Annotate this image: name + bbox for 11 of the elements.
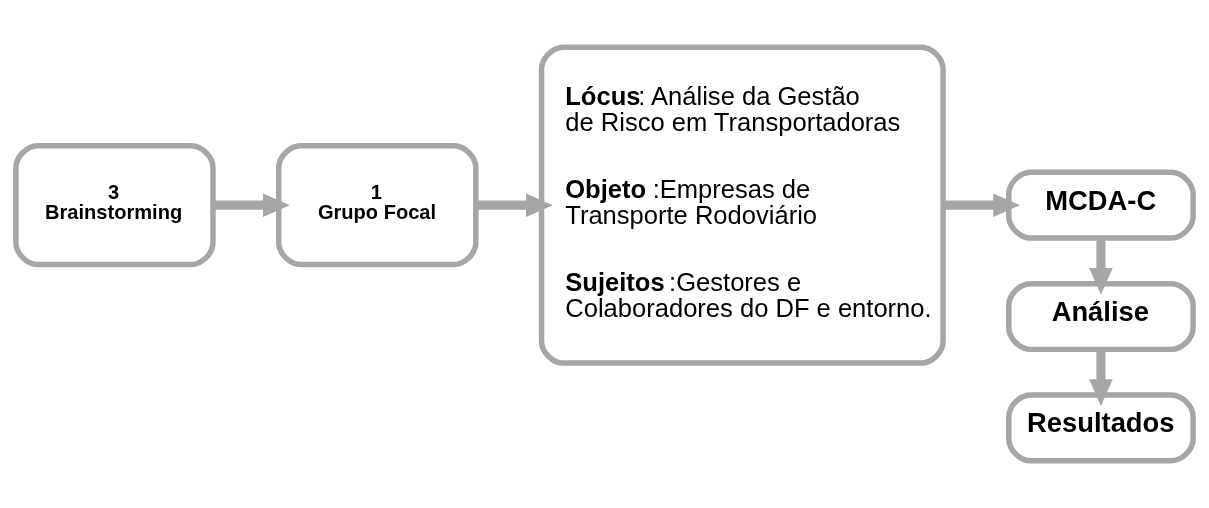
arrow <box>475 193 553 217</box>
node-box: Lócus: Análise da Gestão de Risco em Transportadoras Objeto :Empresas de Transporte Rodoviário Sujeitos :Gestores e Colaboradores do DF e entorno. <box>538 44 946 366</box>
node-box: MCDA-C <box>1006 169 1196 241</box>
arrow <box>1089 349 1113 407</box>
node-box: 3 Brainstorming <box>13 143 216 268</box>
node-box: 1 Grupo Focal <box>275 143 479 268</box>
arrow <box>213 193 290 217</box>
arrow <box>1089 238 1113 295</box>
arrow <box>943 193 1021 217</box>
node-box: Análise <box>1006 280 1196 353</box>
node-box: Resultados <box>1006 392 1196 464</box>
